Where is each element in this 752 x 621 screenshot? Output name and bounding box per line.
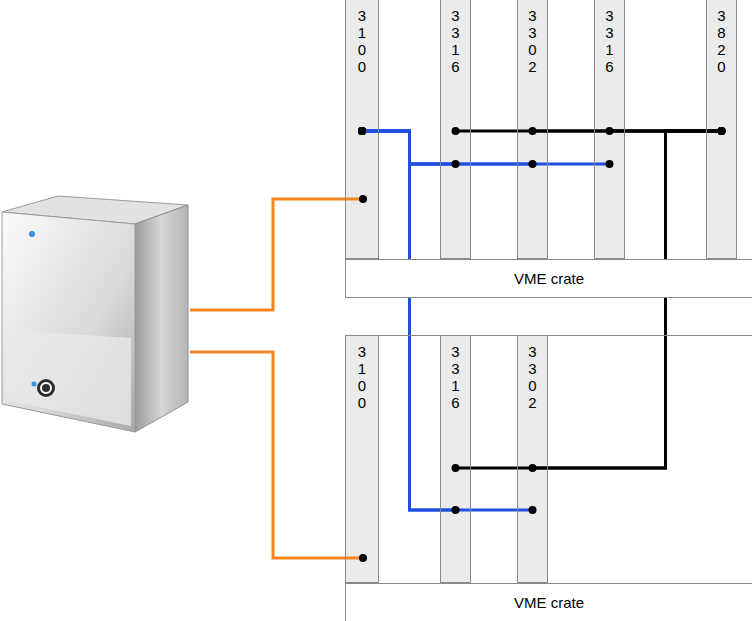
connection-dot bbox=[358, 127, 366, 135]
connection-dot bbox=[358, 127, 366, 135]
vme-crate: 3100 3316 3302VME crate bbox=[345, 335, 752, 621]
connection-dot bbox=[718, 127, 726, 135]
connection-dot bbox=[718, 127, 726, 135]
crate-label: VME crate bbox=[514, 270, 584, 287]
bus-line bbox=[362, 131, 533, 164]
vme-module: 3302 bbox=[517, 0, 548, 259]
vme-module: 3316 bbox=[594, 0, 625, 259]
module-number: 3316 bbox=[448, 343, 463, 411]
connection-dot bbox=[452, 160, 460, 168]
bus-line bbox=[362, 131, 533, 510]
module-number: 3100 bbox=[355, 343, 370, 411]
crate-band: VME crate bbox=[346, 583, 752, 621]
module-number: 3100 bbox=[355, 7, 370, 75]
bus-line bbox=[533, 131, 722, 468]
crate-band: VME crate bbox=[346, 259, 752, 297]
vme-module: 3302 bbox=[517, 335, 548, 583]
connection-dot bbox=[358, 127, 366, 135]
computer-icon bbox=[2, 196, 188, 432]
connection-dot bbox=[718, 127, 726, 135]
connection-dot bbox=[452, 506, 460, 514]
bus-line bbox=[456, 131, 722, 468]
vme-module: 3316 bbox=[440, 335, 471, 583]
connection-dot bbox=[718, 127, 726, 135]
card-face bbox=[517, 335, 548, 583]
connection-dot bbox=[358, 127, 366, 135]
vme-crate: 3100 3316 3302 3316 3820VME crate bbox=[345, 0, 752, 298]
module-number: 3316 bbox=[602, 7, 617, 75]
connection-dot bbox=[606, 160, 614, 168]
crate-label: VME crate bbox=[514, 594, 584, 611]
connection-dot bbox=[358, 127, 366, 135]
host-cable bbox=[190, 199, 363, 558]
connection-dot bbox=[529, 506, 537, 514]
connection-dot bbox=[529, 160, 537, 168]
connection-dot bbox=[452, 127, 460, 135]
module-number: 3302 bbox=[525, 7, 540, 75]
card-face bbox=[345, 335, 379, 583]
connection-dot bbox=[606, 127, 614, 135]
connection-dot bbox=[452, 464, 460, 472]
module-number: 3302 bbox=[525, 343, 540, 411]
connection-dot bbox=[529, 127, 537, 135]
bus-line bbox=[362, 131, 610, 164]
vme-module: 3820 bbox=[706, 0, 737, 259]
module-number: 3820 bbox=[714, 7, 729, 75]
vme-module: 3100 bbox=[345, 0, 379, 259]
connection-dot bbox=[718, 127, 726, 135]
card-face bbox=[440, 335, 471, 583]
module-number: 3316 bbox=[448, 7, 463, 75]
vme-module: 3100 bbox=[345, 335, 379, 583]
vme-module: 3316 bbox=[440, 0, 471, 259]
connection-dot bbox=[529, 464, 537, 472]
